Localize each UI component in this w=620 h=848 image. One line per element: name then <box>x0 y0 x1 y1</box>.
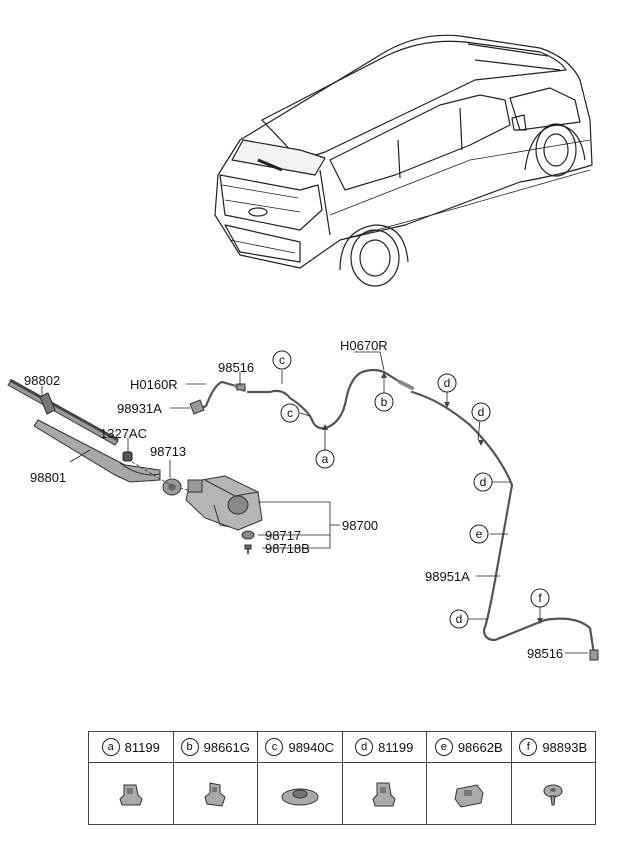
label-98713: 98713 <box>150 444 186 459</box>
legend-letter: a <box>101 738 120 756</box>
svg-text:d: d <box>480 475 487 489</box>
label-98717: 98717 <box>265 528 301 543</box>
grommet-98717 <box>241 530 255 540</box>
wiper-arm <box>33 419 161 483</box>
svg-text:b: b <box>381 395 388 409</box>
legend-cell-b: b 98661G <box>173 732 258 824</box>
label-98951a: 98951A <box>425 569 470 584</box>
legend-part-number: 98661G <box>203 739 250 755</box>
legend-part-number: 81199 <box>124 739 160 755</box>
leader-lines <box>41 351 588 654</box>
callout-d-2: d <box>471 402 491 422</box>
bolt-98718b <box>244 544 252 554</box>
callout-e: e <box>469 524 489 544</box>
label-98801: 98801 <box>30 470 66 485</box>
callout-d-3: d <box>473 472 493 492</box>
legend-cell-a: a 81199 <box>89 732 174 824</box>
callout-d-1: d <box>437 373 457 393</box>
legend-letter: d <box>355 738 374 756</box>
fastener-legend-table: a 81199 b 98661G c 98940C <box>88 731 596 825</box>
svg-text:d: d <box>478 405 485 419</box>
svg-text:d: d <box>456 612 463 626</box>
clip-icon <box>119 784 143 805</box>
svg-text:c: c <box>279 353 285 367</box>
legend-part-number: 98662B <box>457 739 503 755</box>
clip-icon <box>372 782 396 806</box>
callout-a: a <box>315 449 335 469</box>
svg-text:a: a <box>322 452 329 466</box>
vehicle-illustration <box>214 34 593 287</box>
grommet-icon <box>281 788 319 805</box>
svg-text:c: c <box>287 406 293 420</box>
label-98516-upper: 98516 <box>218 360 254 375</box>
label-98516-lower: 98516 <box>527 646 563 661</box>
parts-diagram: 98802 98801 1327AC 98713 H0160R 98516 98… <box>7 34 599 661</box>
legend-part-number: 98893B <box>542 739 588 755</box>
svg-text:e: e <box>476 527 483 541</box>
legend-cell-f: f 98893B <box>511 732 595 824</box>
label-98931a: 98931A <box>117 401 162 416</box>
connector-98931a <box>189 399 205 415</box>
callout-b: b <box>374 392 394 412</box>
connector-98516-lower <box>589 649 599 661</box>
svg-text:d: d <box>444 376 451 390</box>
label-98718b: 98718B <box>265 541 310 556</box>
svg-text:f: f <box>538 591 542 605</box>
label-98802: 98802 <box>24 373 60 388</box>
label-h0670r: H0670R <box>340 338 388 353</box>
label-1327ac: 1327AC <box>100 426 147 441</box>
washer-hose-98951a <box>410 390 596 656</box>
wiper-blade <box>7 378 119 446</box>
legend-cell-c: c 98940C <box>258 732 343 824</box>
label-h0160r: H0160R <box>130 377 178 392</box>
legend-cell-e: e 98662B <box>427 732 512 824</box>
hose-clip-markers <box>322 372 543 624</box>
clip-icon <box>204 781 226 807</box>
nut-1327ac <box>122 451 133 462</box>
screw-icon <box>543 784 563 805</box>
wiper-motor <box>185 475 263 531</box>
legend-cell-d: d 81199 <box>342 732 427 824</box>
callout-c-lower: c <box>280 403 300 423</box>
cap-98713 <box>162 478 182 496</box>
legend-part-number: 81199 <box>378 739 414 755</box>
legend-letter: b <box>180 738 199 756</box>
clip-icon <box>454 783 484 808</box>
label-98700: 98700 <box>342 518 378 533</box>
legend-letter: c <box>265 738 284 756</box>
connector-98516-upper <box>236 383 246 391</box>
legend-letter: e <box>434 738 453 756</box>
callout-d-4: d <box>449 609 469 629</box>
legend-letter: f <box>519 738 538 756</box>
callout-c-upper: c <box>272 350 292 370</box>
legend-part-number: 98940C <box>288 739 335 755</box>
callout-f: f <box>530 588 550 608</box>
